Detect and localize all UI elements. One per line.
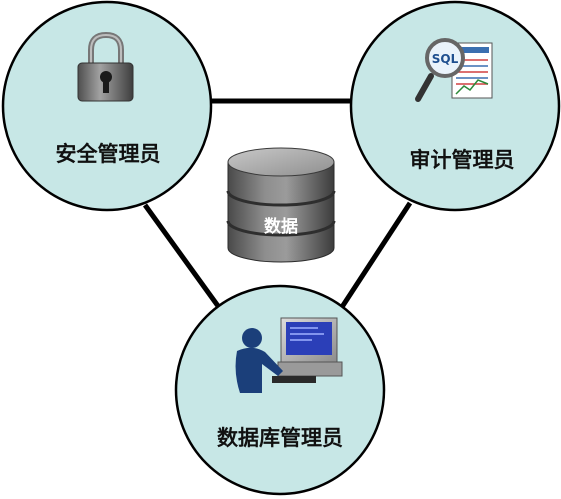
sql-magnifier-icon: SQL: [415, 38, 493, 102]
security-admin-circle: [1, 0, 213, 212]
padlock-icon: [77, 31, 134, 102]
audit-admin-circle: [349, 0, 561, 212]
database-label: 数据: [264, 216, 298, 237]
security-admin-node: 安全管理员: [1, 0, 213, 212]
connector-lines: [142, 98, 413, 309]
audit-admin-node: SQL 审计管理员: [349, 0, 561, 212]
database-admin-label: 数据库管理员: [217, 426, 343, 450]
database-cylinder-icon: 数据: [226, 147, 336, 263]
connector-security-dba: [142, 203, 221, 308]
svg-text:SQL: SQL: [432, 52, 459, 66]
database-admin-node: 数据库管理员: [174, 284, 386, 496]
database-admin-circle: [174, 284, 386, 496]
audit-admin-label: 审计管理员: [410, 148, 515, 172]
security-admin-label: 安全管理员: [56, 142, 161, 166]
connector-audit-dba: [339, 201, 413, 309]
computer-user-icon: [235, 317, 343, 393]
